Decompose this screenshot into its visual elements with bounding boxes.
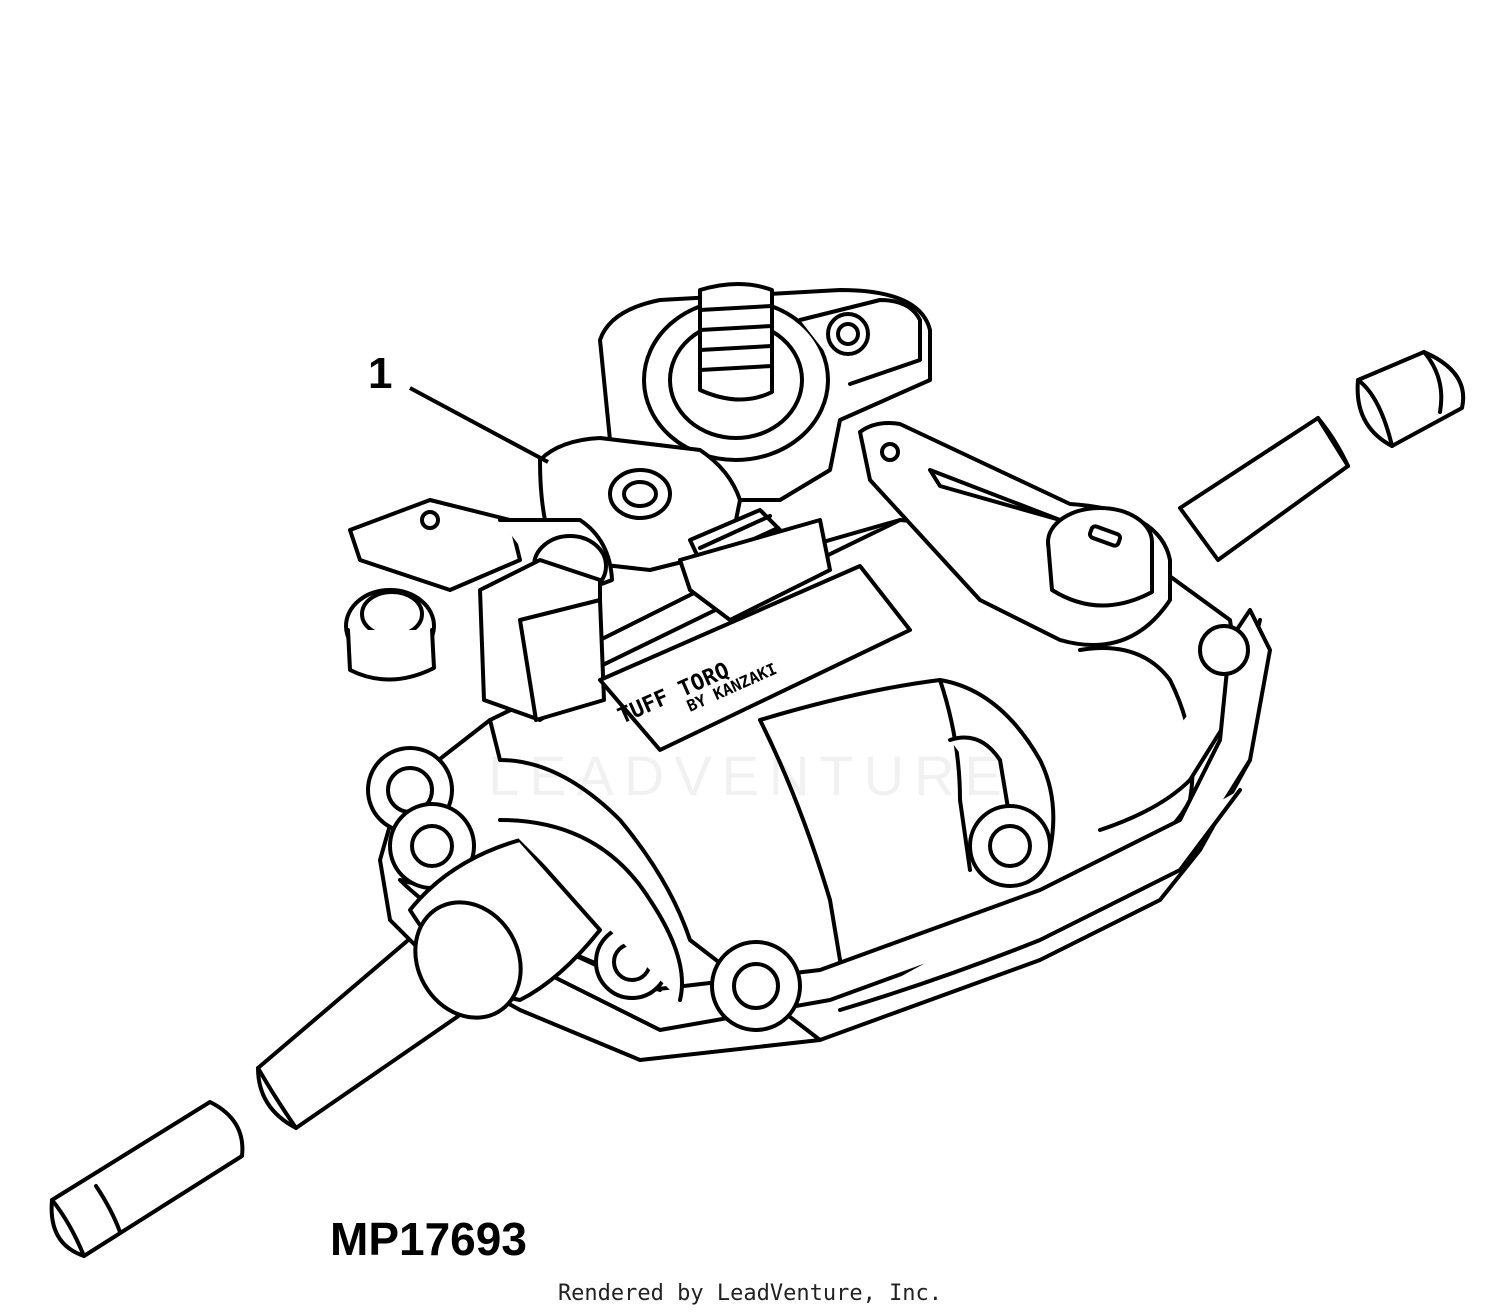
threaded-rod [678,508,832,622]
left-axle [49,928,472,1258]
callout-leader-line [409,386,549,464]
brake-arm [858,421,1172,647]
right-axle [1178,350,1466,562]
axle-hub [408,818,684,1020]
hex-bolt [344,588,436,682]
render-credit: Rendered by LeadVenture, Inc. [557,1281,943,1306]
nameplate [598,564,912,752]
callout-label: 1 [368,349,393,398]
figure-code: MP17693 [330,1213,527,1265]
lever-block [478,558,606,722]
